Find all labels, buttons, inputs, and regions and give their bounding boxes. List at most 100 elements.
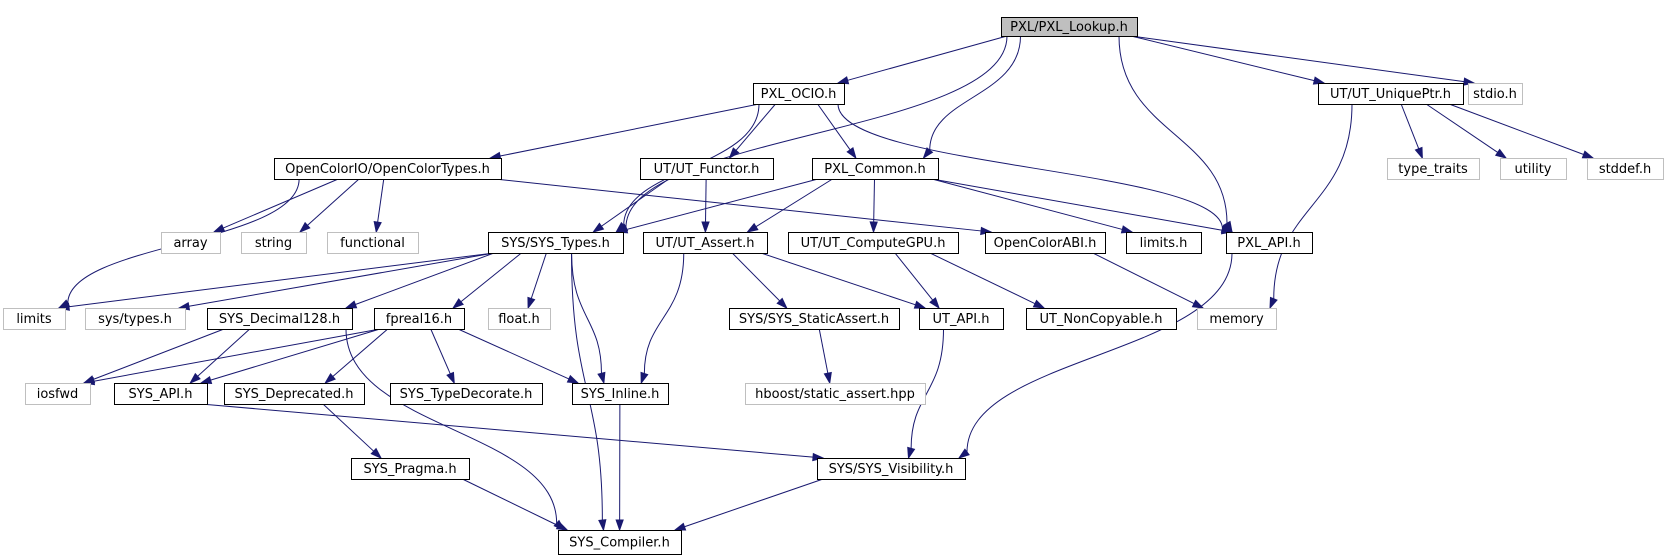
node-box: [919, 308, 1004, 330]
edge-sys-types-to-sys-types-h: [177, 252, 495, 311]
node-box: [1500, 158, 1567, 180]
edge-fpreal16-to-sys-api: [199, 328, 381, 384]
node-sys-deprecated[interactable]: SYS_Deprecated.h: [224, 383, 365, 405]
node-label: UT_API.h: [933, 312, 990, 327]
edge-sys-types-to-fpreal16: [451, 252, 522, 309]
edge-ocio-types-to-string: [298, 178, 360, 234]
edge-ut-computegpu-to-ut-api: [894, 252, 940, 310]
node-label: string: [255, 236, 292, 251]
edge-fpreal16-to-sys-deprecated: [324, 328, 389, 384]
node-label: hboost/static_assert.hpp: [755, 387, 915, 402]
edge-pxl-common-to-sys-types: [615, 178, 819, 234]
edge-sys-types-to-limits: [57, 252, 495, 311]
node-label: UT/UT_Functor.h: [654, 162, 760, 177]
node-hboost-sa: hboost/static_assert.hpp: [745, 383, 926, 405]
node-box: [351, 458, 470, 480]
node-float-h: float.h: [488, 308, 551, 330]
node-label: SYS/SYS_Visibility.h: [829, 462, 954, 477]
node-pxl-api[interactable]: PXL_API.h: [1226, 232, 1313, 254]
node-label: functional: [340, 236, 405, 251]
edge-root-to-sys-types: [615, 35, 1008, 233]
edge-sys-types-to-sys-decimal: [344, 252, 495, 309]
edge-pxl-common-to-limits-h: [931, 178, 1134, 234]
node-box: [274, 158, 502, 180]
node-sys-typedecorate[interactable]: SYS_TypeDecorate.h: [390, 383, 543, 405]
node-root[interactable]: PXL/PXL_Lookup.h: [1001, 17, 1138, 37]
edge-fpreal16-to-sys-typedecorate: [430, 328, 455, 385]
node-box: [1387, 158, 1480, 180]
edge-ut-assert-to-sys-staticassert: [731, 252, 788, 310]
edge-ocio-abi-to-memory: [1092, 252, 1205, 309]
node-label: UT_NonCopyable.h: [1039, 312, 1162, 327]
node-ocio-types[interactable]: OpenColorIO/OpenColorTypes.h: [274, 158, 502, 180]
node-box: [572, 383, 669, 405]
edge-fpreal16-to-sys-inline: [457, 328, 580, 384]
node-label: SYS/SYS_StaticAssert.h: [739, 312, 889, 327]
edge-sys-decimal-to-sys-api: [189, 328, 251, 385]
node-label: fpreal16.h: [386, 312, 452, 327]
edge-sys-types-to-sys-inline: [571, 252, 606, 385]
node-box: [788, 232, 959, 254]
edge-ocio-types-to-ocio-abi: [494, 178, 993, 236]
node-ut-api[interactable]: UT_API.h: [919, 308, 1004, 330]
node-label: UT/UT_UniquePtr.h: [1330, 87, 1451, 102]
node-ut-computegpu[interactable]: UT/UT_ComputeGPU.h: [788, 232, 959, 254]
edge-sys-pragma-to-sys-compiler: [462, 478, 569, 531]
node-label: utility: [1515, 162, 1552, 177]
node-label: iosfwd: [37, 387, 79, 402]
node-box: [817, 458, 966, 480]
node-box: [25, 383, 91, 405]
node-label: PXL_Common.h: [824, 162, 925, 177]
node-label: SYS_TypeDecorate.h: [400, 387, 533, 402]
node-label: PXL_API.h: [1237, 236, 1300, 251]
node-label: stddef.h: [1599, 162, 1651, 177]
edge-pxl-common-to-ut-computegpu: [869, 178, 878, 234]
node-label: float.h: [498, 312, 540, 327]
node-ut-functor[interactable]: UT/UT_Functor.h: [640, 158, 774, 180]
node-box: [241, 232, 307, 254]
node-pxl-common[interactable]: PXL_Common.h: [812, 158, 939, 180]
node-label: SYS_Compiler.h: [569, 536, 670, 551]
node-box: [1226, 232, 1313, 254]
node-pxl-ocio[interactable]: PXL_OCIO.h: [753, 83, 845, 105]
node-limits: limits: [3, 308, 66, 330]
node-label: limits.h: [1140, 236, 1188, 251]
node-sys-api[interactable]: SYS_API.h: [114, 383, 208, 405]
node-array: array: [161, 232, 221, 254]
edge-sys-decimal-to-sys-compiler: [345, 328, 566, 532]
node-ocio-abi[interactable]: OpenColorABI.h: [985, 232, 1106, 254]
node-limits-h[interactable]: limits.h: [1126, 232, 1202, 254]
node-box: [161, 232, 221, 254]
node-ut-assert[interactable]: UT/UT_Assert.h: [643, 232, 768, 254]
node-functional: functional: [327, 232, 419, 254]
node-sys-staticassert[interactable]: SYS/SYS_StaticAssert.h: [729, 308, 900, 330]
node-box: [729, 308, 900, 330]
edge-pxl-common-to-ut-assert: [746, 178, 833, 233]
node-fpreal16[interactable]: fpreal16.h: [374, 308, 465, 330]
edge-ut-computegpu-to-ut-noncopyable: [929, 252, 1046, 309]
node-box: [985, 232, 1106, 254]
node-label: memory: [1209, 312, 1264, 327]
node-utility: utility: [1500, 158, 1567, 180]
edge-ut-uniqueptr-to-utility: [1425, 103, 1508, 159]
node-ut-uniqueptr[interactable]: UT/UT_UniquePtr.h: [1318, 83, 1464, 105]
node-sys-decimal[interactable]: SYS_Decimal128.h: [207, 308, 353, 330]
edge-root-to-pxl-api: [1118, 35, 1233, 234]
edge-sys-inline-to-sys-compiler: [615, 403, 624, 532]
node-box: [1126, 232, 1202, 254]
node-label: SYS/SYS_Types.h: [501, 236, 610, 251]
node-sys-types[interactable]: SYS/SYS_Types.h: [488, 232, 624, 254]
node-ut-noncopyable[interactable]: UT_NonCopyable.h: [1026, 308, 1177, 330]
node-sys-compiler[interactable]: SYS_Compiler.h: [558, 530, 682, 555]
node-box: [745, 383, 926, 405]
node-box: [812, 158, 939, 180]
node-sys-inline[interactable]: SYS_Inline.h: [572, 383, 669, 405]
node-sys-visibility[interactable]: SYS/SYS_Visibility.h: [817, 458, 966, 480]
node-sys-pragma[interactable]: SYS_Pragma.h: [351, 458, 470, 480]
edge-sys-visibility-to-sys-compiler: [673, 478, 824, 531]
edge-fpreal16-to-iosfwd: [82, 328, 381, 386]
edge-root-to-ut-uniqueptr: [1130, 35, 1326, 85]
node-box: [85, 308, 186, 330]
